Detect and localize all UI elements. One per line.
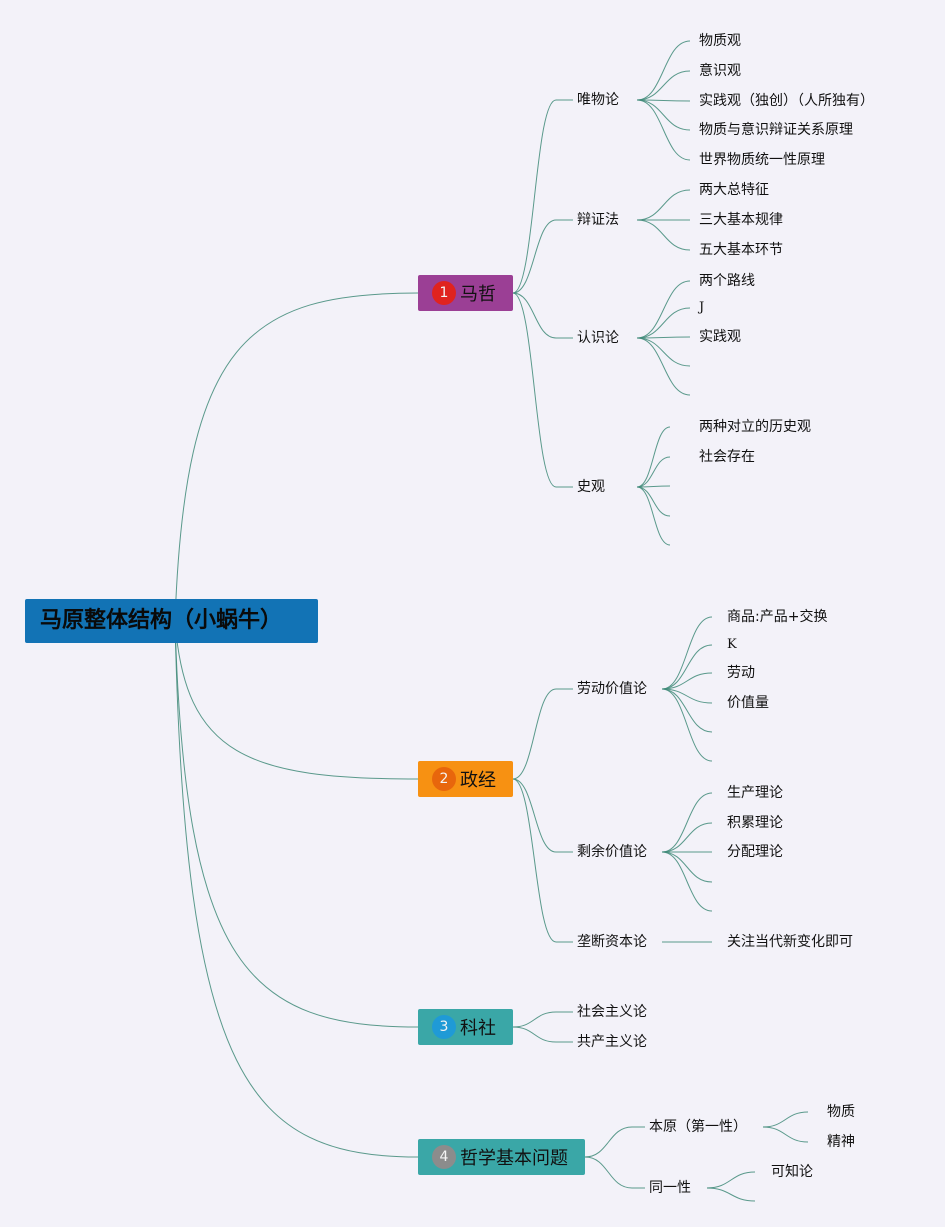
- subtopic[interactable]: 社会主义论: [577, 1004, 647, 1020]
- leaf-link: [636, 337, 691, 396]
- leaf-link: [636, 70, 691, 101]
- leaf-topic[interactable]: 两大总特征: [699, 182, 769, 198]
- leaf-link: [636, 99, 691, 161]
- leaf-link: [762, 1111, 809, 1128]
- leaf-topic[interactable]: 可知论: [771, 1164, 813, 1180]
- leaf-link: [636, 456, 671, 488]
- leaf-topic[interactable]: 价值量: [727, 695, 769, 711]
- leaf-link: [636, 337, 691, 367]
- leaf-topic[interactable]: 两个路线: [699, 273, 755, 289]
- leaf-topic[interactable]: 积累理论: [727, 815, 783, 831]
- leaf-topic[interactable]: 五大基本环节: [699, 242, 783, 258]
- root-topic[interactable]: 马原整体结构（小蜗牛）: [25, 599, 318, 643]
- leaf-link: [661, 688, 713, 762]
- leaf-topic[interactable]: 物质与意识辩证关系原理: [699, 122, 853, 138]
- leaf-topic[interactable]: 实践观: [699, 329, 741, 345]
- subtopic[interactable]: 辩证法: [577, 212, 619, 228]
- leaf-link: [661, 851, 713, 912]
- branch-link: [512, 292, 557, 488]
- branch-link: [584, 1126, 633, 1158]
- leaf-topic[interactable]: 意识观: [699, 63, 741, 79]
- leaf-link: [636, 99, 691, 102]
- branch-link: [512, 688, 557, 780]
- leaf-link: [762, 1126, 809, 1143]
- leaf-link: [636, 336, 691, 339]
- branch-link: [584, 1156, 633, 1189]
- leaf-topic[interactable]: K: [727, 637, 737, 652]
- branch-link: [512, 1026, 557, 1043]
- branch-link: [512, 778, 557, 853]
- leaf-link: [661, 688, 713, 733]
- leaf-link: [636, 486, 671, 517]
- leaf-topic[interactable]: 商品:产品+交换: [727, 609, 828, 625]
- leaf-link: [636, 486, 671, 546]
- leaf-topic[interactable]: 世界物质统一性原理: [699, 152, 825, 168]
- subtopic[interactable]: 同一性: [649, 1180, 691, 1196]
- branch-link: [512, 219, 557, 294]
- leaf-topic[interactable]: 实践观（独创）（人所独有）: [699, 93, 874, 109]
- leaf-link: [636, 307, 691, 339]
- subtopic[interactable]: 垄断资本论: [577, 934, 647, 950]
- branch-label: 科社: [460, 1018, 496, 1039]
- leaf-topic[interactable]: 三大基本规律: [699, 212, 783, 228]
- leaf-link: [661, 644, 713, 690]
- leaf-topic[interactable]: 社会存在: [699, 449, 755, 465]
- number-badge: 4: [432, 1145, 456, 1169]
- branch-label: 马哲: [460, 284, 496, 305]
- subtopic[interactable]: 剩余价值论: [577, 844, 647, 860]
- subtopic[interactable]: 史观: [577, 479, 605, 495]
- leaf-topic[interactable]: 精神: [827, 1134, 855, 1150]
- leaf-link: [636, 426, 671, 488]
- branch-link: [512, 1011, 557, 1028]
- branch-label: 政经: [460, 770, 496, 791]
- leaf-link: [636, 280, 691, 339]
- number-badge: 1: [432, 281, 456, 305]
- subtopic[interactable]: 共产主义论: [577, 1034, 647, 1050]
- branch-link: [512, 778, 557, 943]
- leaf-link: [636, 40, 691, 101]
- leaf-link: [706, 1171, 756, 1189]
- number-badge: 3: [432, 1015, 456, 1039]
- subtopic[interactable]: 唯物论: [577, 92, 619, 108]
- leaf-link: [636, 99, 691, 131]
- leaf-topic[interactable]: 物质观: [699, 33, 741, 49]
- leaf-link: [661, 851, 713, 883]
- number-badge: 2: [432, 767, 456, 791]
- branch-link: [512, 292, 557, 339]
- leaf-link: [706, 1187, 756, 1202]
- leaf-topic[interactable]: J: [699, 300, 705, 315]
- root-link: [174, 620, 419, 1158]
- leaf-link: [636, 485, 671, 488]
- leaf-topic[interactable]: 生产理论: [727, 785, 783, 801]
- leaf-link: [661, 616, 713, 690]
- branch-link: [512, 99, 557, 294]
- leaf-link: [661, 792, 713, 853]
- leaf-link: [636, 219, 691, 251]
- leaf-topic[interactable]: 分配理论: [727, 844, 783, 860]
- subtopic[interactable]: 本原（第一性）: [649, 1119, 747, 1135]
- subtopic[interactable]: 认识论: [577, 330, 619, 346]
- root-link: [174, 292, 419, 622]
- root-link: [174, 620, 419, 1028]
- leaf-link: [661, 822, 713, 853]
- leaf-topic[interactable]: 劳动: [727, 665, 755, 681]
- leaf-topic[interactable]: 关注当代新变化即可: [727, 934, 853, 950]
- leaf-link: [636, 189, 691, 221]
- leaf-topic[interactable]: 两种对立的历史观: [699, 419, 811, 435]
- leaf-topic[interactable]: 物质: [827, 1104, 855, 1120]
- branch-label: 哲学基本问题: [460, 1148, 568, 1169]
- leaf-link: [661, 672, 713, 690]
- subtopic[interactable]: 劳动价值论: [577, 681, 647, 697]
- root-link: [174, 620, 419, 780]
